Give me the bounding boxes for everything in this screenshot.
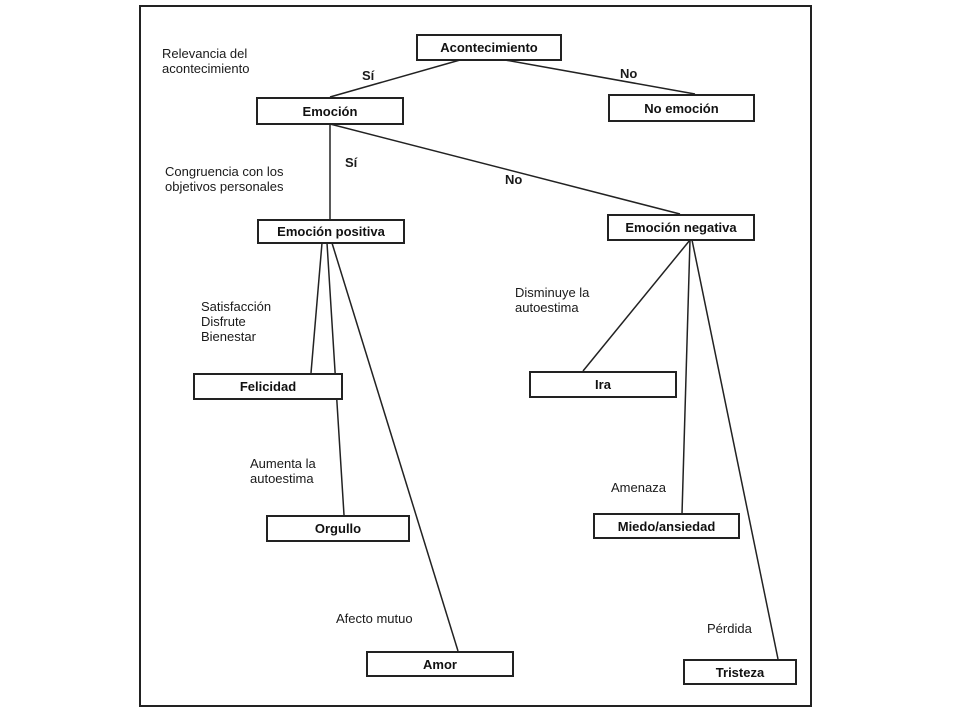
edge-emocion-negativa xyxy=(329,123,681,215)
edge-negativa-tristeza xyxy=(691,239,779,660)
node-emocion: Emoción xyxy=(256,97,404,125)
edge-negativa-miedo xyxy=(681,239,691,515)
edge-acontecimiento-no-emocion xyxy=(504,59,696,95)
node-tristeza: Tristeza xyxy=(683,659,797,685)
edge-positiva-felicidad xyxy=(310,242,323,374)
edge-positiva-amor xyxy=(331,242,459,652)
edge-negativa-ira xyxy=(582,239,691,372)
node-acontecimiento: Acontecimiento xyxy=(416,34,562,61)
label-afecto-mutuo: Afecto mutuo xyxy=(336,611,413,626)
node-emocion-positiva: Emoción positiva xyxy=(257,219,405,244)
label-perdida: Pérdida xyxy=(707,621,752,636)
node-no-emocion: No emoción xyxy=(608,94,755,122)
node-ira: Ira xyxy=(529,371,677,398)
label-no-relevancia: No xyxy=(620,66,638,81)
node-amor: Amor xyxy=(366,651,514,677)
label-no-congruencia: No xyxy=(505,172,523,187)
node-orgullo: Orgullo xyxy=(266,515,410,542)
node-miedo-ansiedad: Miedo/ansiedad xyxy=(593,513,740,539)
label-si-congruencia: Sí xyxy=(345,155,358,170)
node-felicidad: Felicidad xyxy=(193,373,343,400)
node-emocion-negativa: Emoción negativa xyxy=(607,214,755,241)
diagram-frame xyxy=(139,5,812,707)
edge-acontecimiento-emocion xyxy=(329,59,461,98)
label-si-relevancia: Sí xyxy=(362,68,375,83)
label-amenaza: Amenaza xyxy=(611,480,666,495)
